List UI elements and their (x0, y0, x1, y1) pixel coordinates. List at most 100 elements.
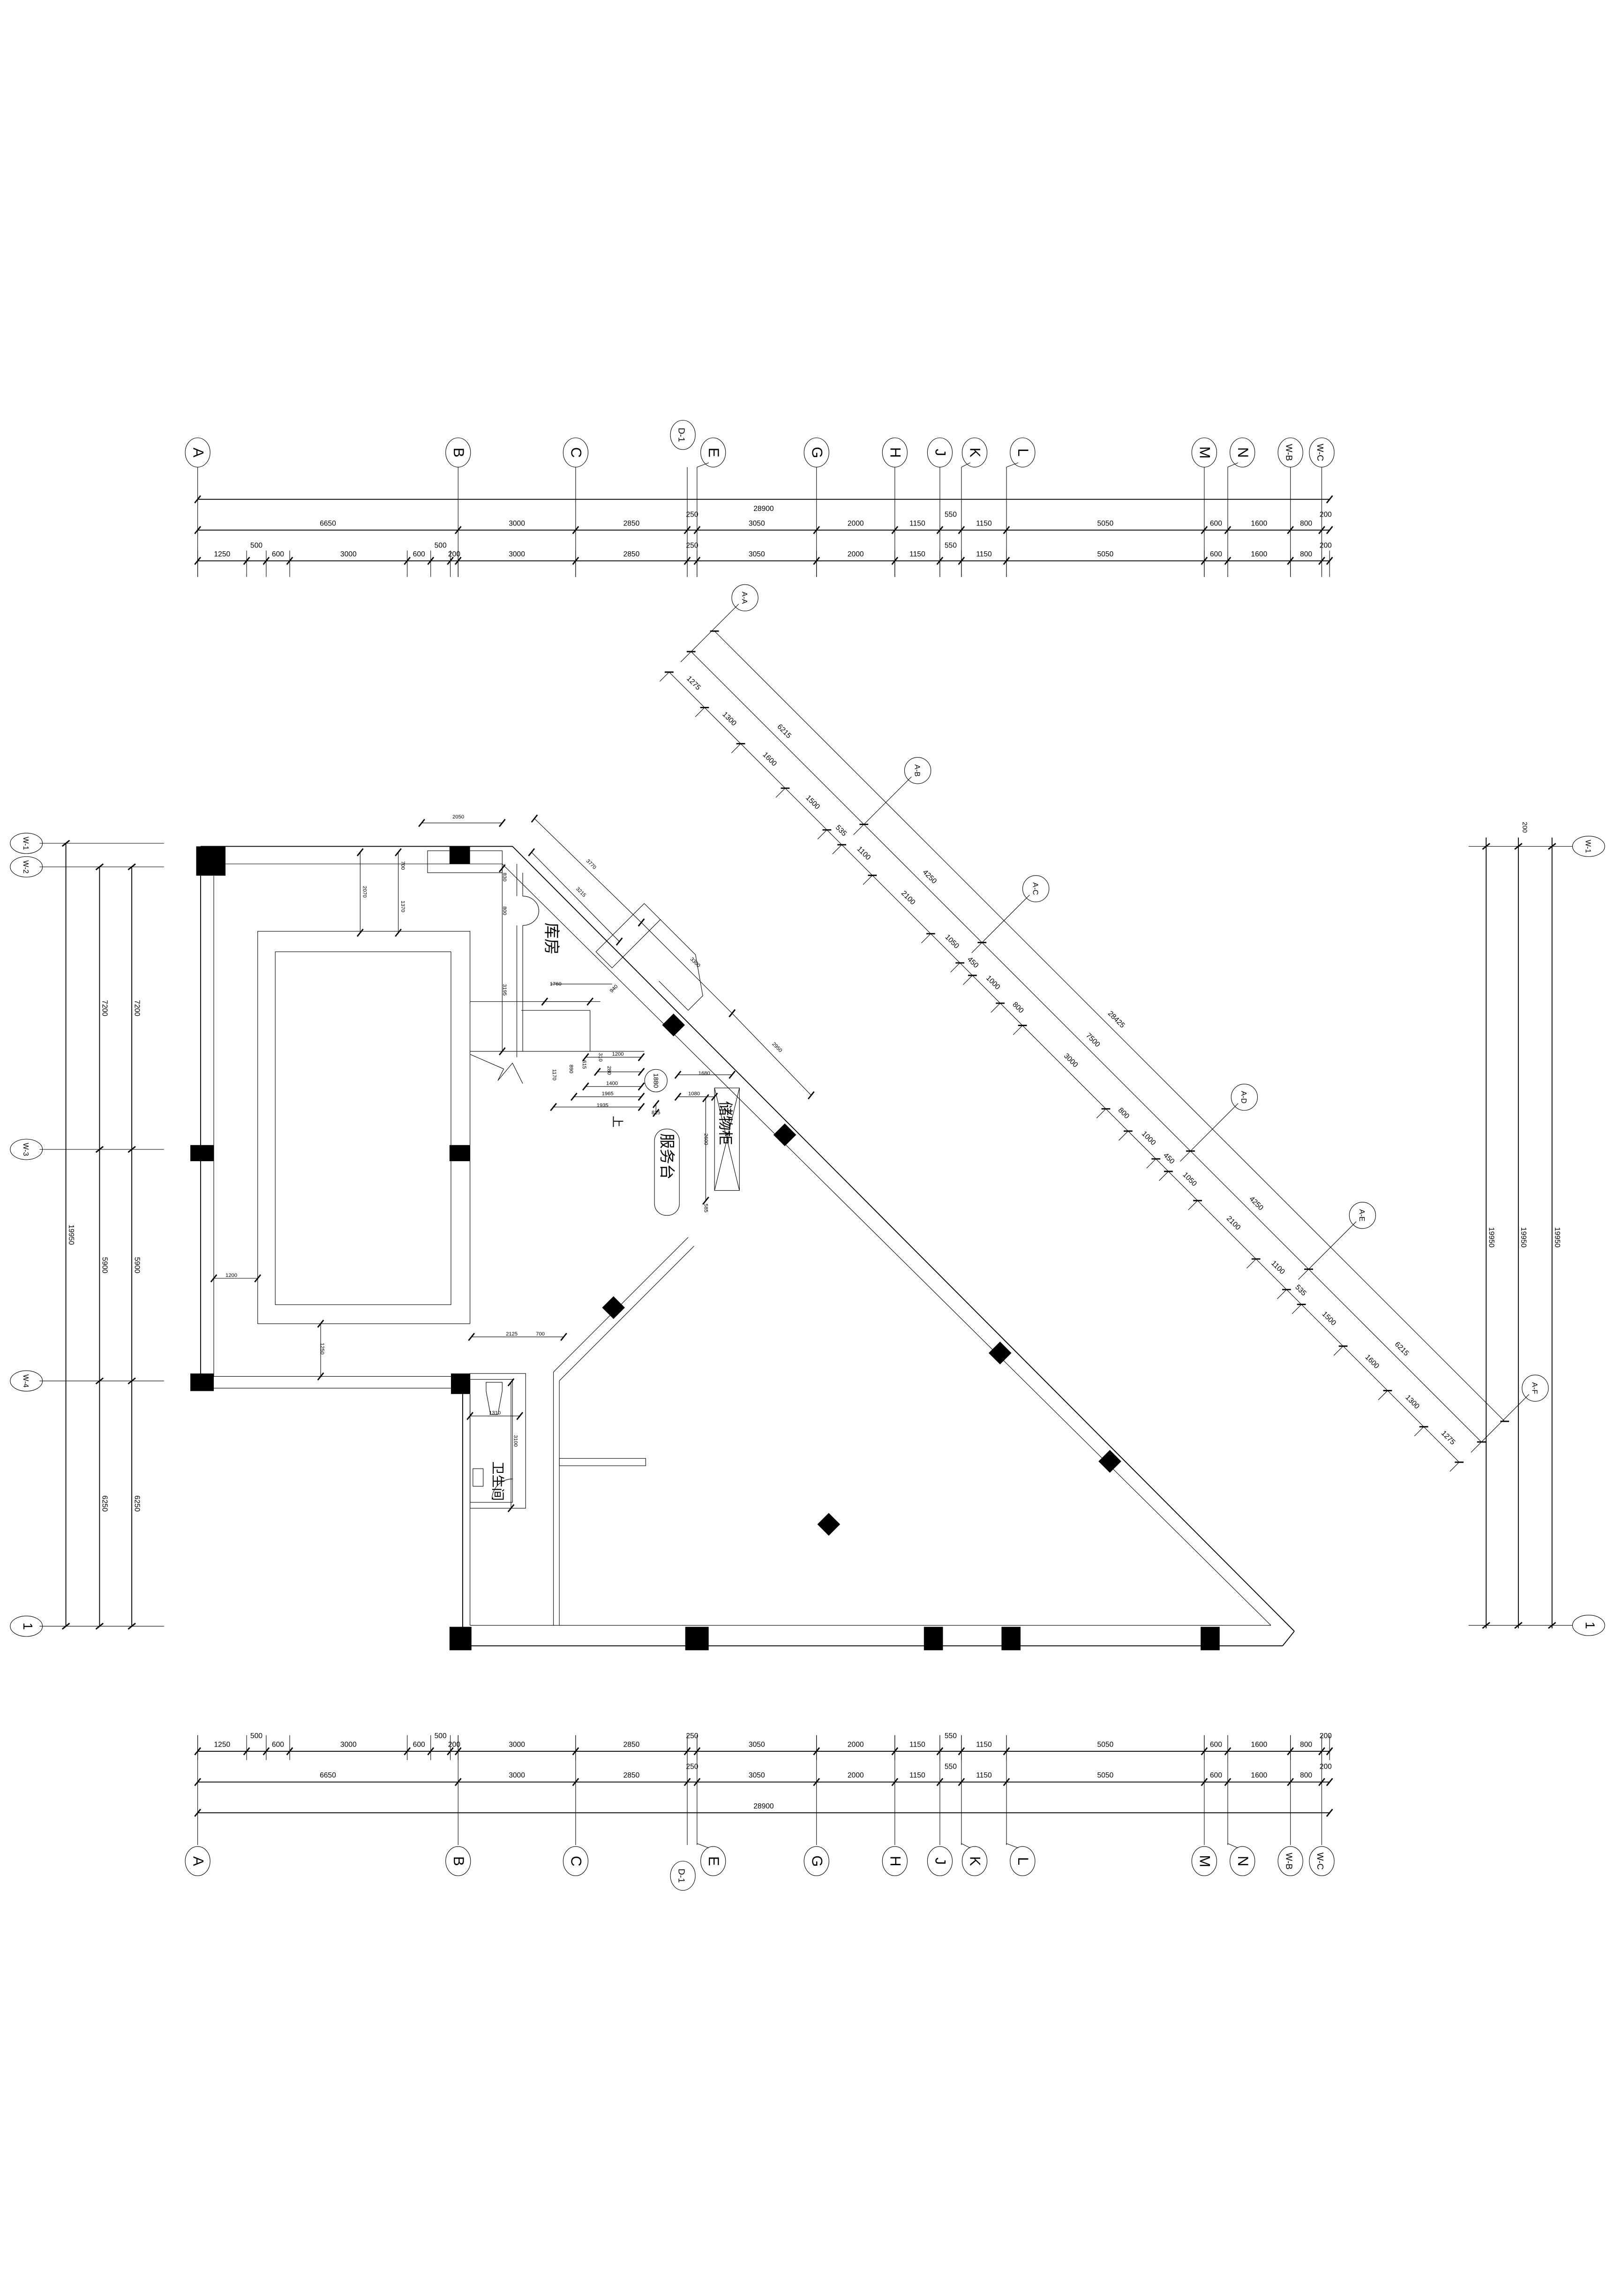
interior-dimension-text: 2070 (362, 886, 368, 898)
service-desk-outline (654, 1128, 680, 1216)
dimension-tick (395, 848, 402, 856)
dimension-text: 19950 (1553, 1227, 1561, 1248)
axis-label: J (932, 449, 949, 456)
dimension-text: 19950 (67, 1224, 75, 1245)
dimension-tick (1003, 1778, 1010, 1786)
axis-leader (971, 894, 1030, 953)
axis-leader (1298, 1221, 1357, 1280)
dimension-text: 5900 (133, 1257, 141, 1274)
column (1201, 1627, 1220, 1651)
column (196, 846, 225, 876)
axis-leader (961, 462, 970, 467)
axis-bubble (445, 437, 471, 468)
pool-inner (275, 951, 451, 1305)
dimension-text: 200 (1320, 1732, 1332, 1740)
corner-line (1282, 1631, 1295, 1646)
axis-bubble (1349, 1202, 1376, 1229)
axis-bubble (1010, 1846, 1036, 1876)
wash-basin-icon (473, 1468, 484, 1487)
dimension-text: 3000 (509, 519, 525, 527)
axis-bubble (10, 833, 43, 854)
dimension-tick (395, 929, 402, 937)
dimension-tick (516, 1411, 524, 1420)
dimension-text: 550 (945, 1763, 957, 1771)
dimension-tick (702, 1196, 709, 1205)
room-labels: 库房 储物柜 服务台 卫生间 上 1880 (491, 923, 734, 1501)
axis-bubble (927, 1846, 953, 1876)
dimension-line (732, 1013, 811, 1095)
pool-outer (257, 931, 471, 1324)
dimension-tick (936, 1778, 944, 1786)
axis-bubble (670, 1861, 696, 1891)
dimension-tick (638, 1082, 645, 1091)
dimension-tick (454, 1778, 462, 1786)
dimension-text: 250 (686, 541, 698, 549)
dimension-text: 7200 (101, 1000, 109, 1016)
dimension-tick (531, 814, 538, 823)
axis-label: A-E (1358, 1209, 1366, 1222)
interior-dimension-text: 310 (597, 1053, 603, 1062)
axis-bubble (1572, 836, 1605, 857)
axis-leader (1471, 1394, 1530, 1453)
dimension-tick (674, 1071, 682, 1079)
diagonal-niche (595, 903, 661, 968)
axis-bubble (1191, 437, 1217, 468)
axis-bubble (10, 856, 43, 878)
column-diamond (602, 1296, 625, 1319)
dimension-text: 1275 (685, 675, 702, 692)
extension-line (1013, 1025, 1023, 1035)
partition-stub (559, 1458, 646, 1466)
axis-label: A-D (1239, 1091, 1247, 1103)
dimension-tick (1326, 526, 1333, 534)
interior-dimension-text: 1200 (225, 1273, 237, 1278)
interior-dimension-text: 800 (502, 907, 507, 915)
dimension-tick (194, 495, 201, 503)
dimension-line (531, 852, 620, 942)
dimension-text: 1275 (1440, 1429, 1457, 1447)
dimension-tick (1548, 843, 1556, 850)
axis-label: 1 (21, 1622, 35, 1630)
axis-bubble (804, 1846, 829, 1876)
dimension-tick (813, 526, 820, 534)
dimension-text: 1150 (909, 550, 925, 558)
extension-line (817, 829, 827, 840)
dimension-text: 5050 (1097, 550, 1114, 558)
dimension-tick (958, 1778, 965, 1786)
axis-bubble (731, 584, 759, 611)
dimension-tick (1482, 843, 1490, 850)
axis-bubble (10, 1139, 43, 1160)
interior-dimension-text: 830 (502, 873, 507, 882)
axis-bubble (10, 1615, 43, 1637)
dimension-text: 6215 (1393, 1340, 1411, 1358)
interior-dimension-text: 2950 (771, 1041, 783, 1053)
interior-dimension-text: 1250 (319, 1343, 325, 1354)
interior-dimension-text: 1370 (400, 900, 406, 912)
axis-leader (1006, 462, 1019, 467)
extension-line (1450, 1462, 1459, 1472)
dimension-tick (570, 1092, 578, 1101)
dimension-line (714, 630, 1505, 1422)
dimension-tick (711, 1092, 718, 1101)
dimension-tick (468, 1333, 475, 1341)
dimension-text: 3000 (340, 550, 357, 558)
dimension-tick (560, 1333, 567, 1341)
dimension-tick (936, 526, 944, 534)
interior-dimension-text: 3300 (689, 956, 701, 968)
extension-line (1096, 1109, 1106, 1118)
interior-dimension-text: 2050 (452, 814, 464, 820)
dimension-tick (1287, 1778, 1294, 1786)
axis-label: W-C (1315, 444, 1325, 461)
dimension-tick (702, 1094, 709, 1103)
dimension-tick (418, 818, 425, 827)
dimension-text: 1500 (1320, 1310, 1337, 1328)
axis-label: W-3 (22, 1143, 30, 1156)
column (449, 1145, 470, 1162)
door-swing-arc (523, 896, 539, 926)
interior-dimension-text: 2600 (703, 1133, 708, 1145)
axis-leader (680, 604, 739, 662)
column (449, 1627, 472, 1651)
dimension-text: 1300 (1404, 1394, 1421, 1411)
dimension-text: 600 (413, 1741, 425, 1749)
axis-label: G (809, 1855, 825, 1867)
